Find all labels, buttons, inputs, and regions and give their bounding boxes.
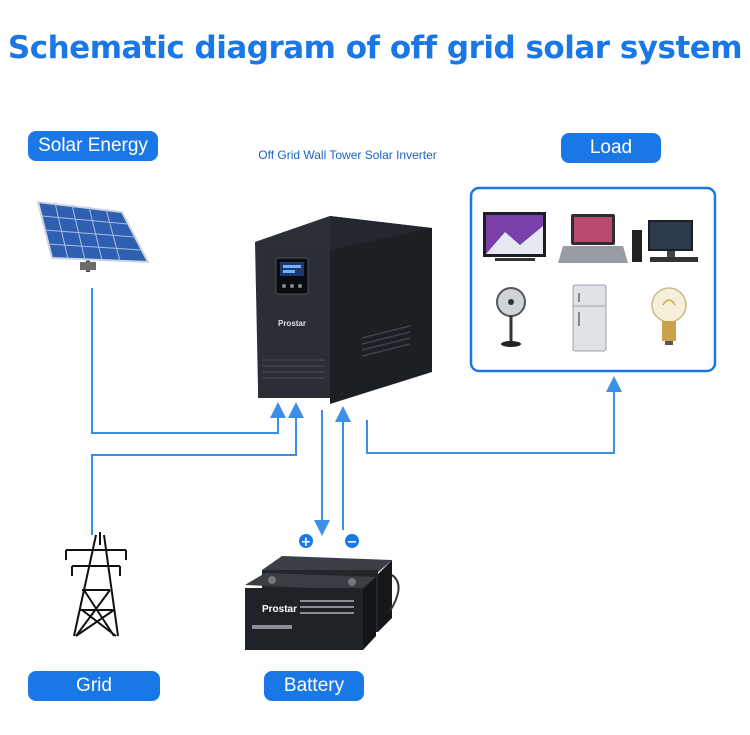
battery-label: Battery (264, 671, 364, 701)
load-label: Load (561, 133, 661, 163)
negative-terminal-icon: − (347, 535, 358, 550)
solar-energy-label: Solar Energy (28, 131, 158, 161)
flow-lines (91, 288, 622, 536)
desktop-icon (632, 220, 698, 262)
page-title: Schematic diagram of off grid solar syst… (7, 30, 743, 66)
laptop-icon (558, 214, 628, 263)
inverter-caption: Off Grid Wall Tower Solar Inverter (258, 148, 437, 162)
bulb-icon (651, 287, 687, 345)
battery-brand: Prostar (262, 604, 297, 615)
battery-icon: Prostar (245, 556, 400, 650)
fan-icon (496, 287, 526, 347)
fridge-icon (572, 284, 607, 352)
power-tower-icon (65, 532, 127, 637)
inverter-brand: Prostar (278, 319, 306, 328)
grid-flow-line (91, 402, 304, 535)
load-flow-line (366, 376, 622, 454)
inverter-icon: Prostar (255, 216, 432, 404)
solar-flow-line (91, 288, 286, 434)
solar-panel-icon (36, 200, 150, 272)
battery-terminal-markers: + − (299, 534, 359, 550)
tv-icon (483, 212, 546, 261)
positive-terminal-icon: + (301, 535, 312, 550)
grid-label: Grid (28, 671, 160, 701)
